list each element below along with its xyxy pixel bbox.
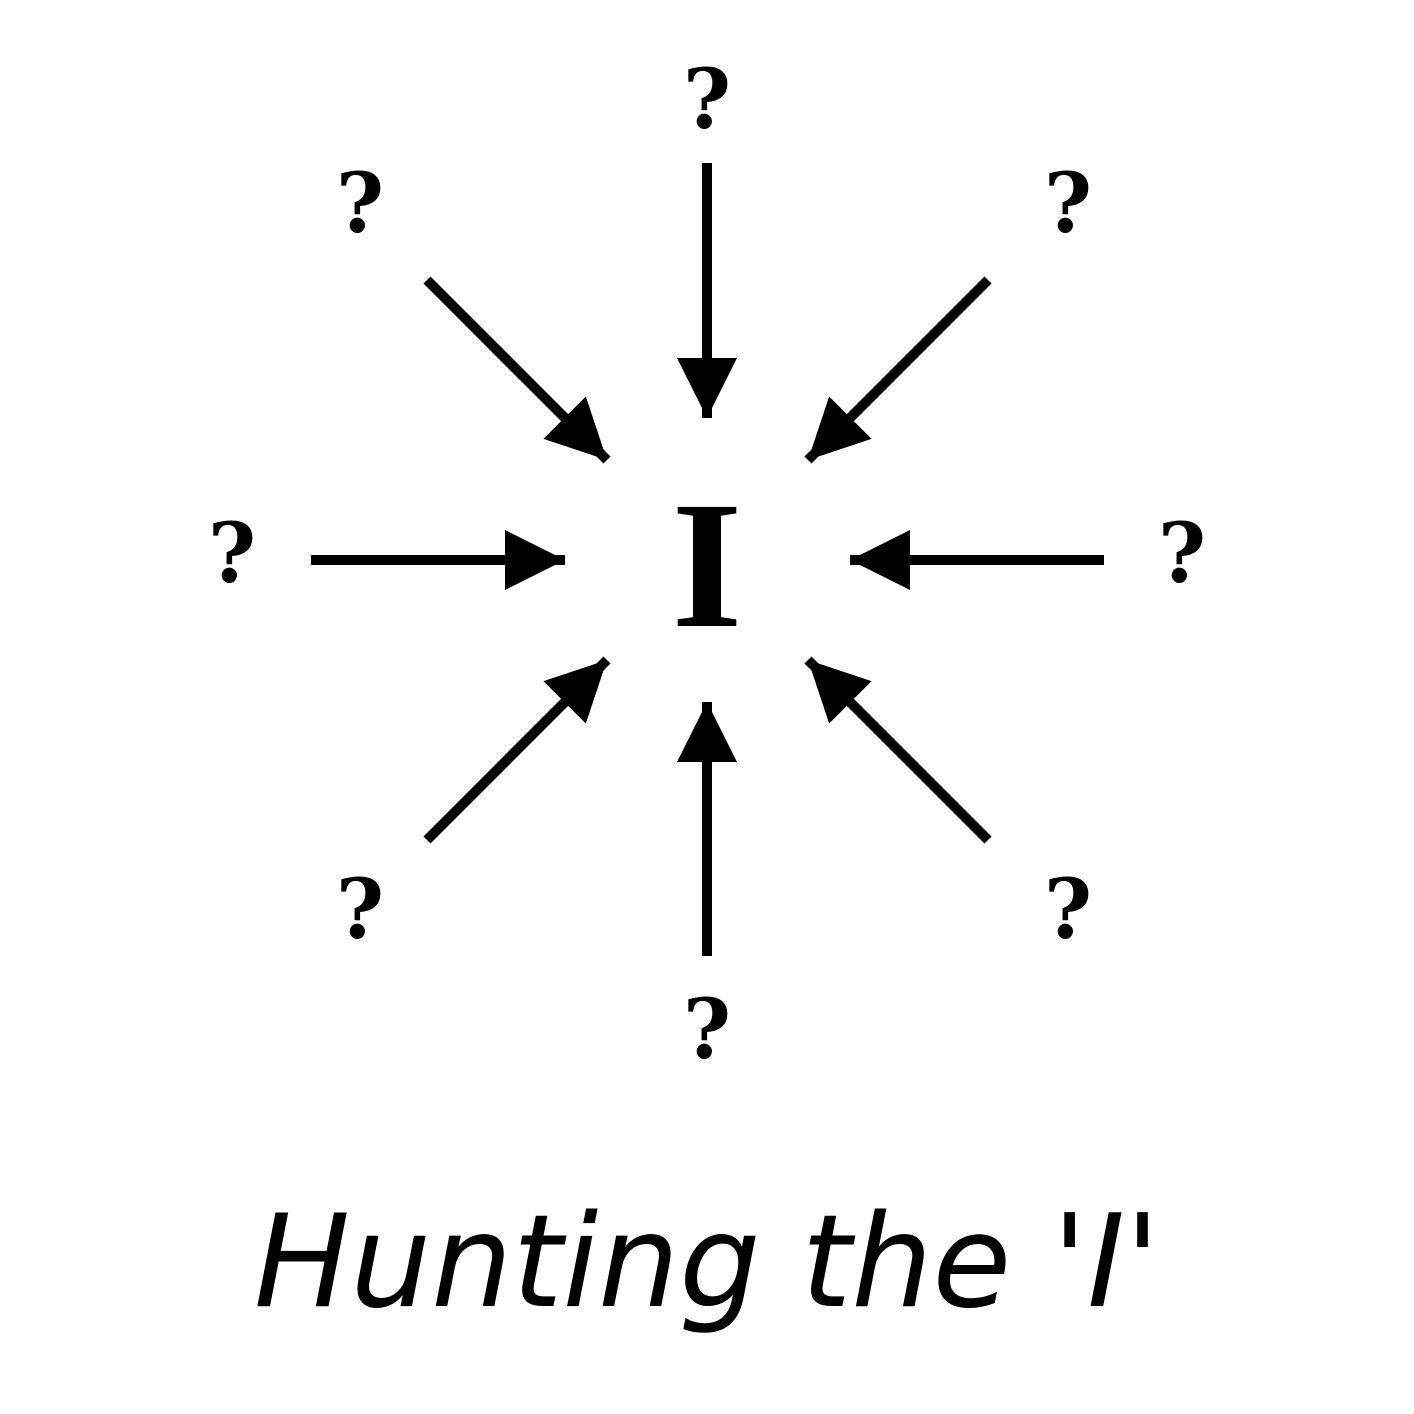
question-mark-sw: ?: [336, 862, 384, 958]
caption-title: Hunting the 'I': [254, 1188, 1160, 1337]
question-mark-nw: ?: [336, 156, 384, 252]
arrow-from-sw: [423, 656, 611, 844]
question-mark-n: ?: [683, 52, 731, 148]
question-mark-se: ?: [1044, 862, 1092, 958]
question-mark-ne: ?: [1044, 156, 1092, 252]
arrow-from-nw: [423, 276, 611, 464]
question-mark-e: ?: [1158, 506, 1206, 602]
center-letter-i: I: [672, 465, 743, 666]
question-mark-s: ?: [683, 982, 731, 1078]
arrow-from-ne: [804, 276, 992, 464]
arrow-from-se: [804, 656, 992, 844]
question-mark-w: ?: [208, 506, 256, 602]
